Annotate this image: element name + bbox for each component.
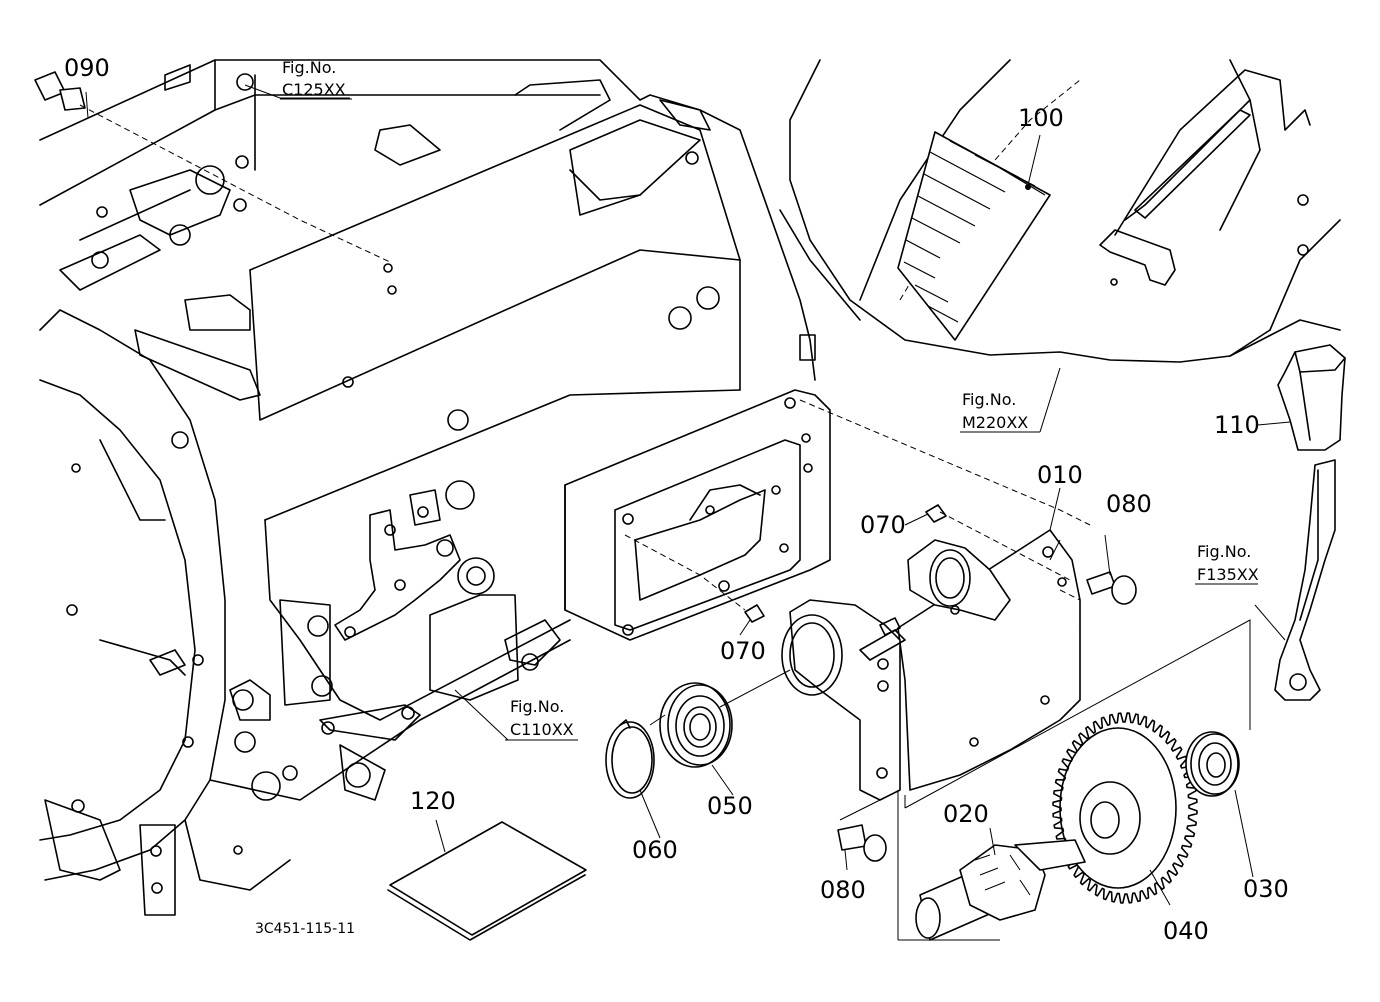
callout-080-upper: 080 xyxy=(1106,490,1152,518)
callout-010: 010 xyxy=(1037,461,1083,489)
callout-100: 100 xyxy=(1018,104,1064,132)
callout-110: 110 xyxy=(1214,411,1260,439)
fig-ref-f135[interactable]: Fig.No. F135XX xyxy=(1195,542,1259,585)
bolt-090 xyxy=(34,71,86,111)
ball-bearing-030 xyxy=(1185,731,1240,797)
label-plate-dot xyxy=(1025,184,1031,190)
snap-ring-060 xyxy=(605,719,655,799)
dowel-pin-070-upper xyxy=(925,504,947,523)
leader-lines xyxy=(79,84,1291,941)
dowel-pin-070-lower xyxy=(744,604,765,623)
transmission-case xyxy=(39,59,816,916)
fig-ref-code: C110XX xyxy=(510,720,574,739)
fender-panel xyxy=(779,59,1341,363)
label-plate-hatch xyxy=(903,140,1046,323)
lever-assembly xyxy=(1274,344,1346,701)
callout-060: 060 xyxy=(632,836,678,864)
bolt-080-upper xyxy=(1086,571,1137,605)
callout-070-upper: 070 xyxy=(860,511,906,539)
fig-ref-label: Fig.No. xyxy=(962,390,1016,409)
callout-050: 050 xyxy=(707,792,753,820)
bolt-080-lower xyxy=(837,824,887,862)
callout-120: 120 xyxy=(410,787,456,815)
callout-labels: 010 020 030 040 050 060 070 070 080 080 … xyxy=(64,54,1289,945)
cover-010 xyxy=(897,529,1081,791)
callout-040: 040 xyxy=(1163,917,1209,945)
fig-ref-label: Fig.No. xyxy=(1197,542,1251,561)
fig-ref-m220[interactable]: Fig.No. M220XX xyxy=(960,390,1040,433)
callout-020: 020 xyxy=(943,800,989,828)
fig-ref-label: Fig.No. xyxy=(510,697,564,716)
fig-ref-c125[interactable]: Fig.No. C125XX xyxy=(280,58,352,100)
instruction-sheet-120 xyxy=(387,821,587,941)
housing-cover-box xyxy=(564,334,831,641)
gear-040 xyxy=(1052,712,1198,904)
callout-030: 030 xyxy=(1243,875,1289,903)
ball-bearing-050 xyxy=(659,682,733,768)
shaft-gear-020 xyxy=(915,839,1086,941)
fig-ref-c110[interactable]: Fig.No. C110XX xyxy=(505,697,578,741)
callout-090: 090 xyxy=(64,54,110,82)
bearing-housing xyxy=(781,599,906,801)
drawing-code: 3C451-115-11 xyxy=(255,921,355,937)
callout-070-lower: 070 xyxy=(720,637,766,665)
fig-ref-code: M220XX xyxy=(962,413,1028,432)
fig-ref-code: F135XX xyxy=(1197,565,1259,584)
fig-ref-label: Fig.No. xyxy=(282,58,336,77)
fig-ref-code: C125XX xyxy=(282,80,346,99)
callout-080-lower: 080 xyxy=(820,876,866,904)
